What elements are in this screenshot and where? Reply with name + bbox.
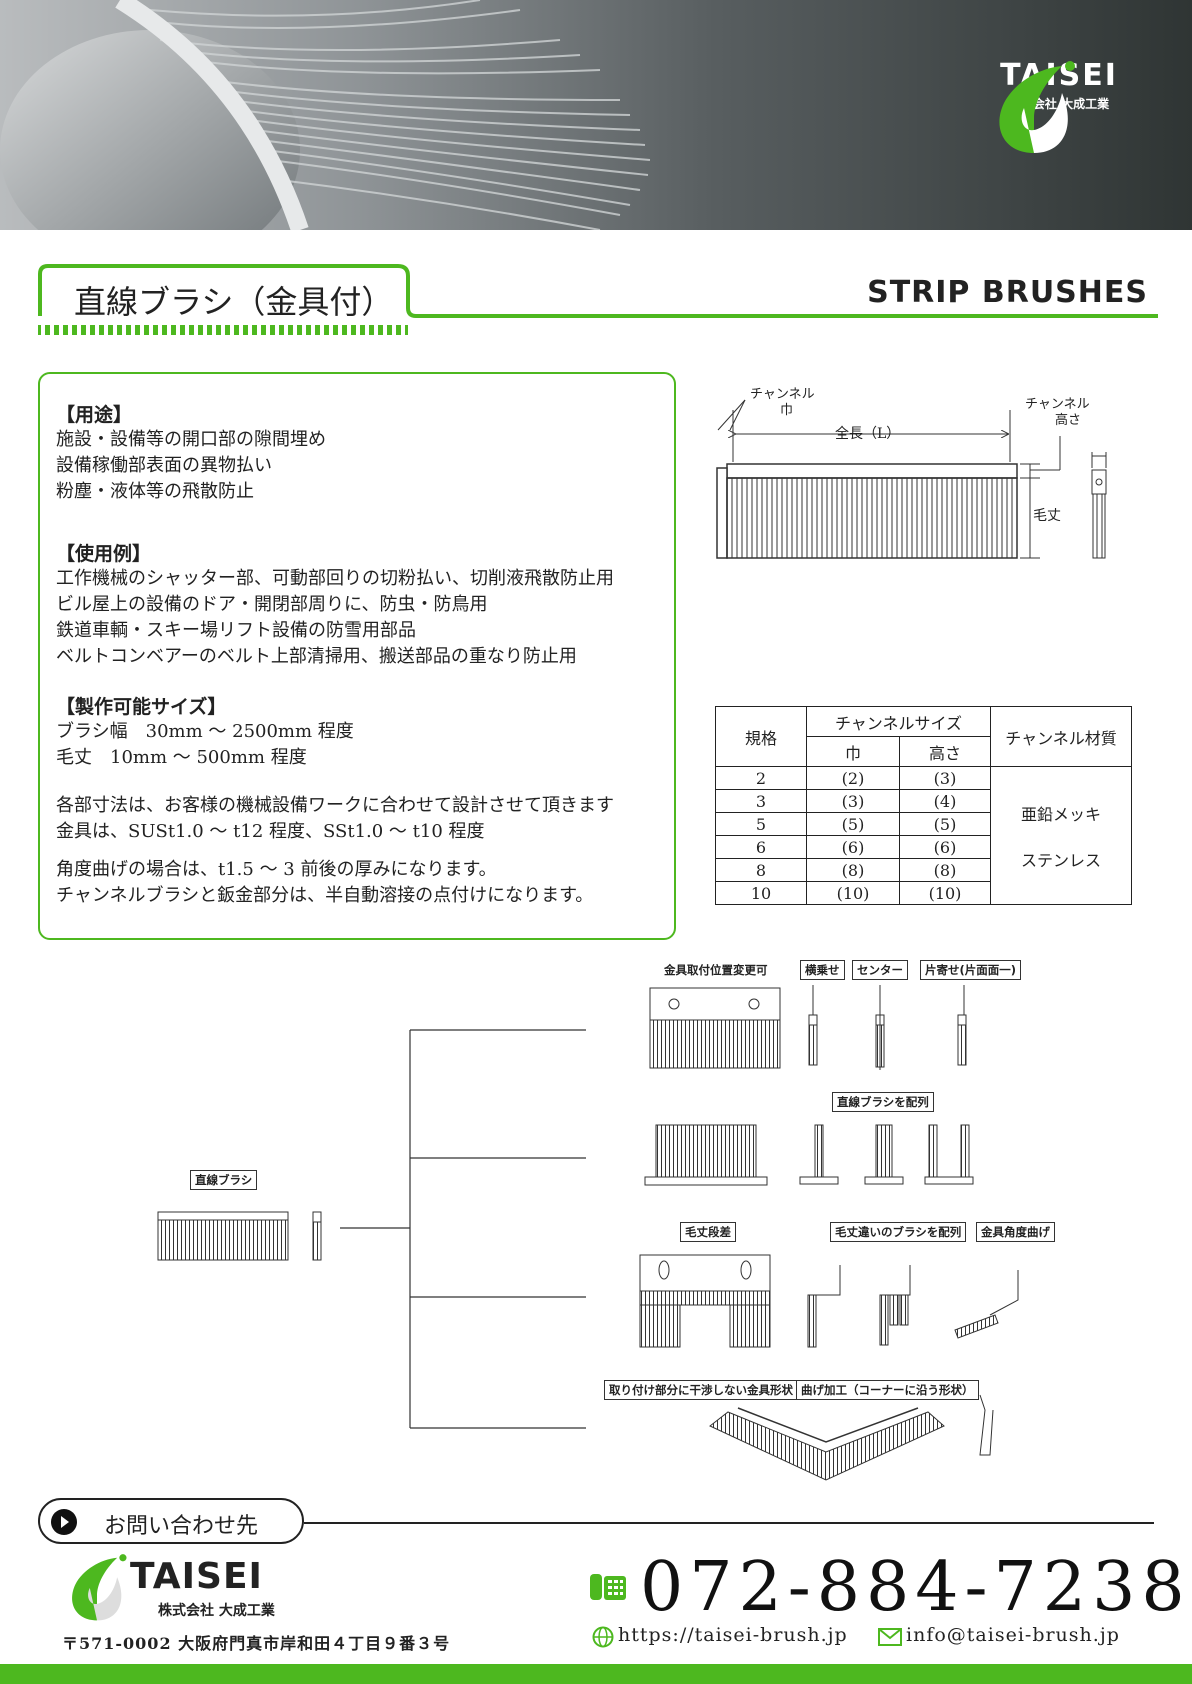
website-link[interactable]: https://taisei-brush.jp <box>618 1624 848 1646</box>
cell: (10) <box>899 881 991 905</box>
cell: (4) <box>899 789 991 813</box>
th-size: 規格 <box>715 706 807 767</box>
th-channel: チャンネルサイズ <box>806 706 991 737</box>
note-line: チャンネルブラシと鈑金部分は、半自動溶接の点付けになります。 <box>56 885 594 906</box>
caption-no-interfere: 取り付け部分に干渉しない金具形状 <box>604 1380 798 1400</box>
variants-diagram <box>157 985 1019 1481</box>
cell: 3 <box>715 789 807 813</box>
info-box: 【用途】 施設・設備等の開口部の隙間埋め 設備稼働部表面の異物払い 粉塵・液体等… <box>38 372 676 940</box>
play-icon <box>51 1509 77 1535</box>
examples-heading: 【使用例】 <box>56 543 152 565</box>
th-height: 高さ <box>899 736 991 767</box>
example-line: 工作機械のシャッター部、可動部回りの切粉払い、切削液飛散防止用 <box>56 568 614 589</box>
caption-center: センター <box>852 960 908 980</box>
mail-icon <box>878 1628 902 1646</box>
phone-icon <box>590 1574 626 1600</box>
cell: (3) <box>899 766 991 790</box>
cell: (5) <box>806 812 900 836</box>
note-line: 各部寸法は、お客様の機械設備ワークに合わせて設計させて頂きます <box>56 795 614 816</box>
caption-root: 直線ブラシ <box>190 1170 258 1190</box>
footer-address: 〒571-0002 大阪府門真市岸和田４丁目９番３号 <box>62 1634 451 1653</box>
hero-banner: TAISEI 株式会社 大成工業 <box>0 0 1192 230</box>
caption-angle-bend: 金具角度曲げ <box>976 1222 1055 1242</box>
taisei-logo-icon <box>999 61 1075 153</box>
spec-table: 規格 チャンネルサイズ チャンネル材質 巾 高さ 2(2)(3) 亜鉛メッキ ス… <box>715 706 1132 905</box>
title-frame <box>38 264 1158 335</box>
material-cell: 亜鉛メッキ ステンレス <box>990 766 1132 905</box>
cell: 6 <box>715 835 807 859</box>
globe-icon <box>592 1626 614 1648</box>
material-stainless: ステンレス <box>1020 850 1101 870</box>
page-title-en: STRIP BRUSHES <box>867 275 1148 310</box>
cell: (8) <box>899 858 991 882</box>
cell: (3) <box>806 789 900 813</box>
usage-line: 粉塵・液体等の飛散防止 <box>56 481 254 502</box>
hero-logo: TAISEI 株式会社 大成工業 <box>984 58 1134 153</box>
note-line: 角度曲げの場合は、t1.5 ～ 3 前後の厚みになります。 <box>56 859 497 880</box>
page-title: 直線ブラシ（金具付） <box>74 283 394 321</box>
channel-width-label: チャンネル巾 <box>750 387 815 418</box>
material-zinc: 亜鉛メッキ <box>1020 804 1101 824</box>
contact-label: お問い合わせ先 <box>104 1514 259 1539</box>
dimension-diagram: チャンネル巾 全長（L） チャンネル高さ 毛丈 <box>716 387 1107 559</box>
contact-divider <box>304 1522 1154 1524</box>
example-line: ベルトコンベアーのベルト上部清掃用、搬送部品の重なり防止用 <box>56 646 577 667</box>
cell: (5) <box>899 812 991 836</box>
footer-corp: 株式会社 大成工業 <box>158 1603 275 1619</box>
th-material: チャンネル材質 <box>990 706 1132 767</box>
cell: (6) <box>806 835 900 859</box>
caption-mixed: 毛丈違いのブラシを配列 <box>830 1222 967 1242</box>
bristle-length-label: 毛丈 <box>1033 508 1061 524</box>
phone-number[interactable]: 072-884-7238 <box>640 1548 1191 1627</box>
cell: (2) <box>806 766 900 790</box>
contact-pill: お問い合わせ先 <box>38 1498 304 1544</box>
caption-offset-side: 横乗せ <box>800 960 845 980</box>
cell: (8) <box>806 858 900 882</box>
example-line: ビル屋上の設備のドア・開閉部周りに、防虫・防鳥用 <box>56 594 488 615</box>
usage-heading: 【用途】 <box>56 404 133 426</box>
cell: 8 <box>715 858 807 882</box>
size-line: ブラシ幅 30mm ～ 2500mm 程度 <box>56 721 354 742</box>
cell: (10) <box>806 881 900 905</box>
cell: 5 <box>715 812 807 836</box>
caption-arrange: 直線ブラシを配列 <box>832 1092 934 1112</box>
caption-pos-change: 金具取付位置変更可 <box>664 963 768 977</box>
email-link[interactable]: info@taisei-brush.jp <box>906 1624 1120 1646</box>
caption-one-side: 片寄せ(片面面一) <box>920 960 1022 980</box>
size-line: 毛丈 10mm ～ 500mm 程度 <box>56 747 307 768</box>
cell: 10 <box>715 881 807 905</box>
note-line: 金具は、SUSt1.0 ～ t12 程度、SSt1.0 ～ t10 程度 <box>56 821 485 842</box>
taisei-logo-icon <box>72 1554 127 1621</box>
caption-bend-corner: 曲げ加工（コーナーに沿う形状） <box>796 1380 979 1400</box>
usage-line: 施設・設備等の開口部の隙間埋め <box>56 429 326 450</box>
channel-height-label: チャンネル高さ <box>1025 397 1090 428</box>
cell: (6) <box>899 835 991 859</box>
brush-photo-graphic <box>0 0 651 230</box>
cell: 2 <box>715 766 807 790</box>
usage-line: 設備稼働部表面の異物払い <box>56 455 272 476</box>
total-length-label: 全長（L） <box>835 425 900 442</box>
bottom-bar <box>0 1664 1192 1684</box>
footer-brand: TAISEI <box>130 1556 263 1597</box>
example-line: 鉄道車輌・スキー場リフト設備の防雪用部品 <box>56 620 416 641</box>
sizes-heading: 【製作可能サイズ】 <box>56 696 227 718</box>
caption-step: 毛丈段差 <box>680 1222 736 1242</box>
th-width: 巾 <box>806 736 900 767</box>
